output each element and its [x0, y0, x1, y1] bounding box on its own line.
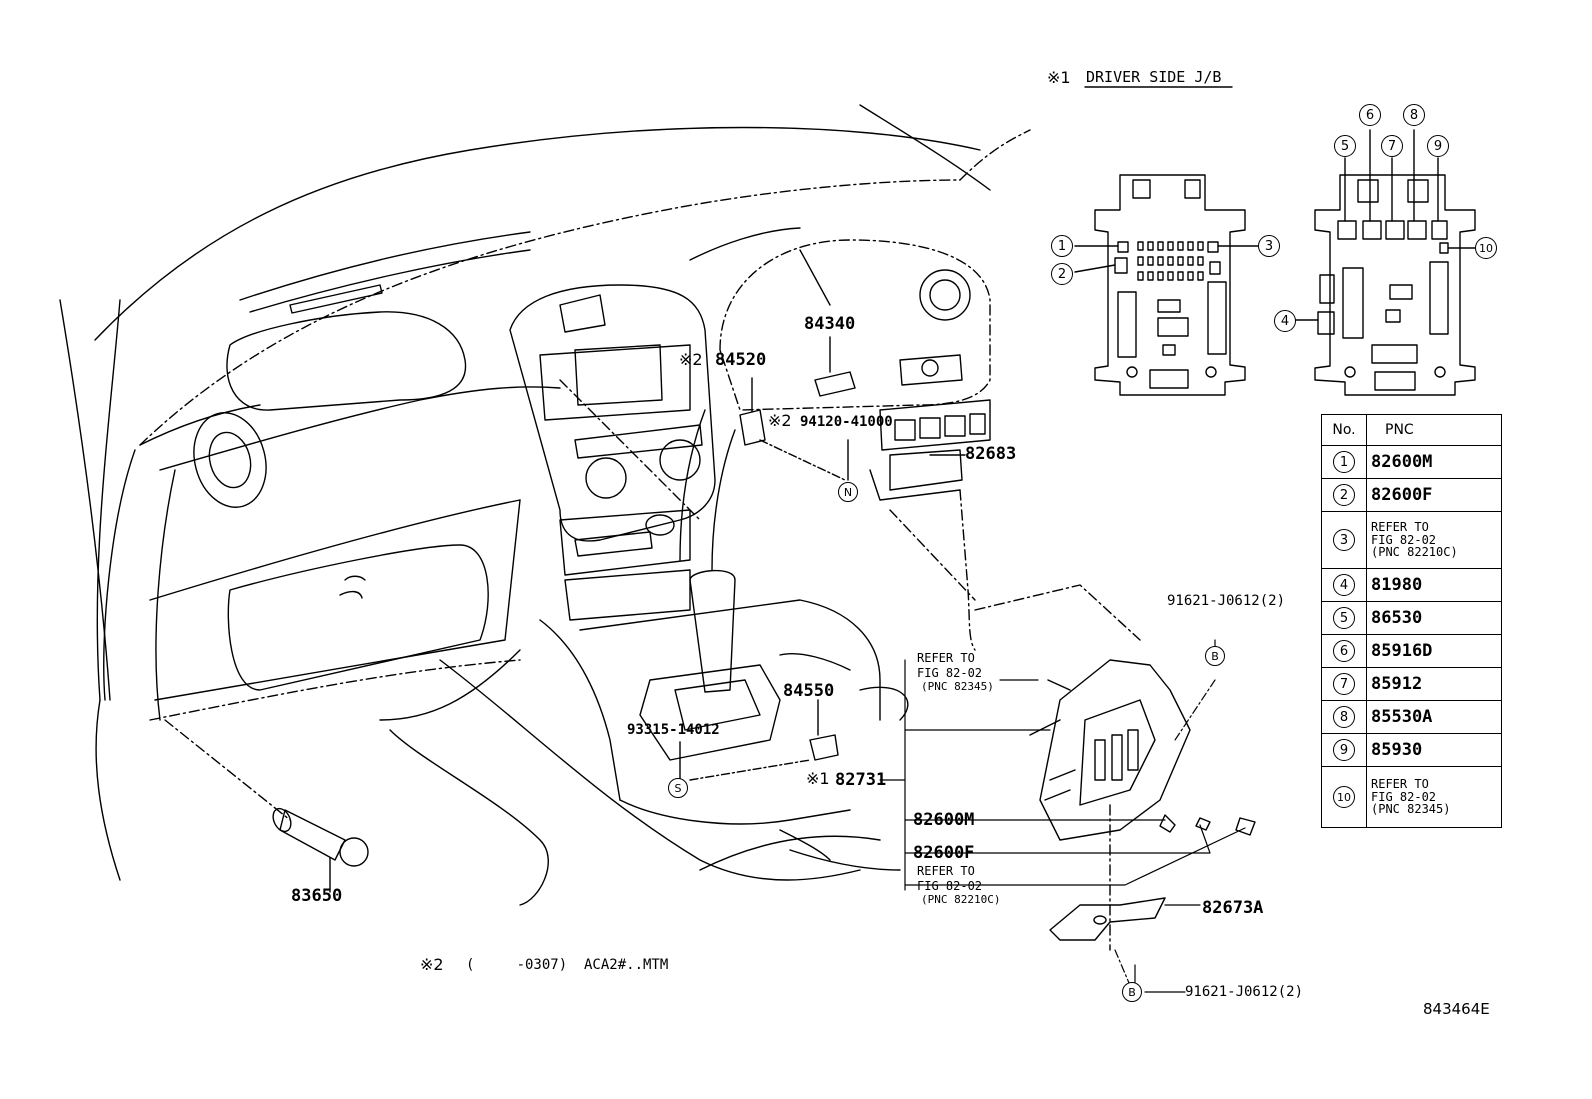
part-94120-mark: ※2: [768, 411, 792, 430]
figure-code: 843464E: [1423, 1000, 1490, 1018]
marker-b-bottom: B: [1122, 982, 1142, 1002]
table-row: 9 85930: [1321, 733, 1502, 767]
row-no: 7: [1333, 673, 1355, 696]
ref-82345-line1: REFER TO: [917, 651, 975, 665]
row-no: 4: [1333, 574, 1355, 597]
part-83650-drawing: [272, 807, 369, 893]
part-94120: 94120-41000: [800, 414, 893, 430]
row-pnc: 82600M: [1366, 445, 1502, 479]
part-82731: 82731: [835, 770, 887, 790]
row-no: 1: [1333, 451, 1355, 474]
ref-82345-line3: (PNC 82345): [921, 680, 994, 693]
header-title: DRIVER SIDE J/B: [1086, 68, 1222, 86]
footnote-mark: ※2: [420, 955, 444, 974]
part-82683: 82683: [965, 444, 1017, 464]
table-row: 2 82600F: [1321, 478, 1502, 512]
jb-callout-4: 4: [1274, 310, 1296, 332]
part-84520: 84520: [715, 350, 767, 370]
table-row: 1 82600M: [1321, 445, 1502, 479]
ref-82210c-line1: REFER TO: [917, 864, 975, 878]
part-82600m: 82600M: [913, 810, 975, 830]
marker-n: N: [838, 482, 858, 502]
leader-lines: [879, 639, 1246, 993]
row-pnc: 85930: [1366, 733, 1502, 767]
row-no: 10: [1333, 786, 1355, 809]
marker-s: S: [668, 778, 688, 798]
table-row: 10 REFER TO FIG 82-02 (PNC 82345): [1321, 766, 1502, 828]
table-row: 7 85912: [1321, 667, 1502, 701]
part-84520-mark: ※2: [679, 350, 703, 369]
jb-callout-9: 9: [1427, 135, 1449, 157]
ref-82345-line2: FIG 82-02: [917, 666, 983, 680]
jb-callout-10: 10: [1475, 237, 1497, 259]
jb-callout-7: 7: [1381, 135, 1403, 157]
row-no: 6: [1333, 640, 1355, 663]
jb-callout-3: 3: [1258, 235, 1280, 257]
ref-82210c-line3: (PNC 82210C): [921, 893, 1001, 906]
part-83650: 83650: [291, 886, 343, 906]
row-pnc: 81980: [1366, 568, 1502, 602]
table-row: 4 81980: [1321, 568, 1502, 602]
row-no: 5: [1333, 607, 1355, 630]
jb-detail-right: [1295, 129, 1476, 396]
ref-82210c-line2: FIG 82-02: [917, 879, 983, 893]
jb-callout-5: 5: [1334, 135, 1356, 157]
jb-callout-1: 1: [1051, 235, 1073, 257]
row-pnc: REFER TO FIG 82-02 (PNC 82210C): [1366, 511, 1502, 569]
jb-callout-6: 6: [1359, 104, 1381, 126]
part-93315: 93315-14012: [627, 722, 720, 738]
part-82673a: 82673A: [1202, 898, 1264, 918]
part-91621-top: 91621-J0612(2): [1167, 593, 1286, 609]
row-no: 8: [1333, 706, 1355, 729]
row-pnc: 86530: [1366, 601, 1502, 635]
dashboard-outline: [59, 104, 1141, 906]
part-82600f: 82600F: [913, 843, 975, 863]
part-84550: 84550: [783, 681, 835, 701]
jb-callout-8: 8: [1403, 104, 1425, 126]
jb-detail-left: [1074, 174, 1259, 396]
table-row: 8 85530A: [1321, 700, 1502, 734]
marker-b-top: B: [1205, 646, 1225, 666]
table-row: 6 85916D: [1321, 634, 1502, 668]
row-no: 9: [1333, 739, 1355, 762]
part-91621-bottom: 91621-J0612(2): [1185, 984, 1304, 1000]
pnc-table-header: No. PNC: [1321, 414, 1502, 446]
row-no: 2: [1333, 484, 1355, 507]
row-pnc: 85916D: [1366, 634, 1502, 668]
header-ref-mark: ※1: [1047, 68, 1071, 87]
table-row: 3 REFER TO FIG 82-02 (PNC 82210C): [1321, 511, 1502, 569]
footnote-text: ( -0307) ACA2#..MTM: [466, 957, 669, 973]
pnc-header-no: No.: [1321, 414, 1367, 446]
part-84340: 84340: [804, 314, 856, 334]
row-pnc: 85912: [1366, 667, 1502, 701]
jb-callout-2: 2: [1051, 263, 1073, 285]
pnc-header-pnc: PNC: [1366, 414, 1502, 446]
table-row: 5 86530: [1321, 601, 1502, 635]
row-no: 3: [1333, 529, 1355, 552]
switch-parts-drawing: [679, 336, 966, 781]
row-pnc: REFER TO FIG 82-02 (PNC 82345): [1366, 766, 1502, 828]
row-pnc: 82600F: [1366, 478, 1502, 512]
part-82731-mark: ※1: [806, 769, 830, 788]
row-pnc: 85530A: [1366, 700, 1502, 734]
